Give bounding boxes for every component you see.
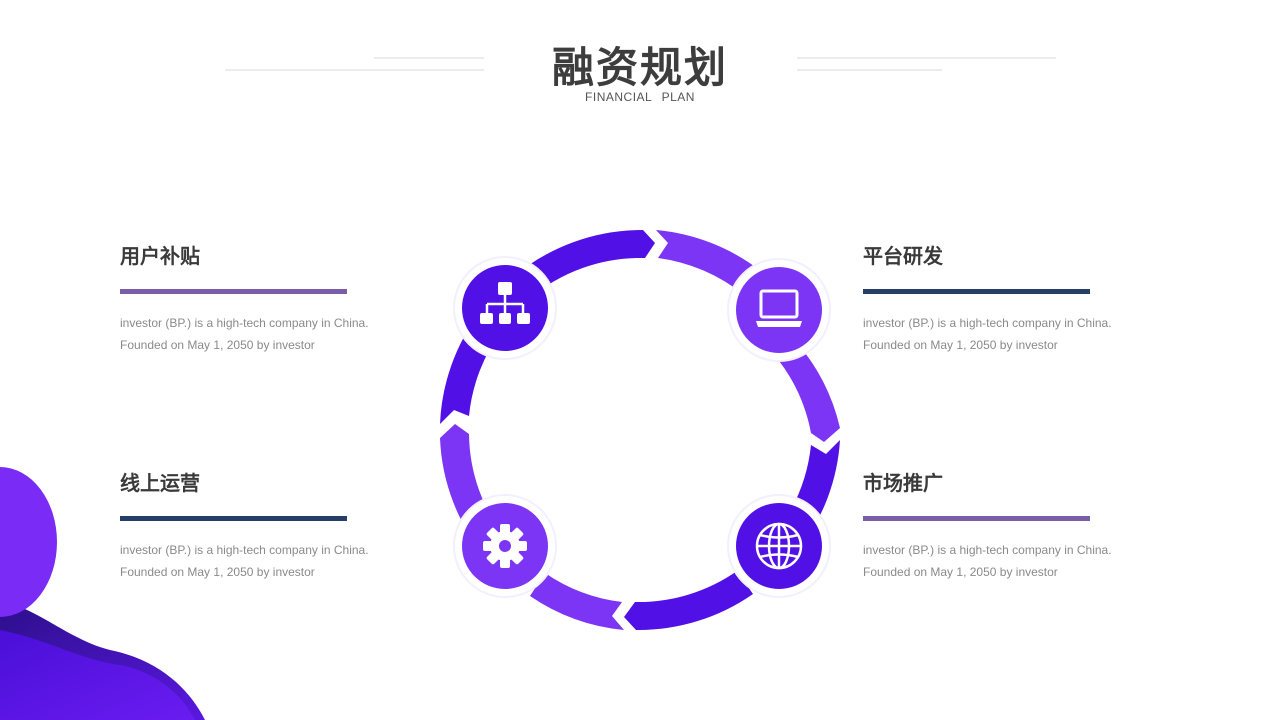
- globe-icon: [755, 522, 803, 570]
- laptop-icon: [756, 289, 802, 327]
- block-title: 市场推广: [863, 473, 943, 495]
- block-title: 用户补贴: [120, 246, 200, 268]
- gear-icon: [483, 524, 527, 568]
- cycle-node-globe: [727, 494, 831, 598]
- block-description-line: Founded on May 1, 2050 by investor: [863, 338, 1058, 352]
- block-online-operation: 线上运营 investor (BP.) is a high-tech compa…: [120, 470, 390, 583]
- header-divider-lines: [225, 57, 1056, 71]
- block-user-subsidy: 用户补贴 investor (BP.) is a high-tech compa…: [120, 243, 390, 356]
- block-divider: [120, 289, 347, 294]
- ring-segment-top-right: [656, 230, 762, 295]
- cycle-node-sitemap: [453, 256, 557, 360]
- block-description-line: Founded on May 1, 2050 by investor: [863, 565, 1058, 579]
- block-description-line: Founded on May 1, 2050 by investor: [120, 565, 315, 579]
- ring-segment-right-upper: [776, 344, 840, 442]
- cycle-ring: [440, 229, 840, 631]
- block-description-line: investor (BP.) is a high-tech company in…: [863, 316, 1112, 330]
- block-description: investor (BP.) is a high-tech company in…: [863, 539, 1133, 583]
- cycle-node-laptop: [727, 258, 831, 362]
- page-title: 融资规划: [551, 44, 728, 91]
- block-description-line: Founded on May 1, 2050 by investor: [120, 338, 315, 352]
- block-description: investor (BP.) is a high-tech company in…: [120, 312, 390, 356]
- sitemap-icon: [480, 282, 530, 324]
- page-subtitle: FINANCIAL PLAN: [585, 90, 695, 104]
- block-divider: [863, 289, 1090, 294]
- block-marketing: 市场推广 investor (BP.) is a high-tech compa…: [863, 470, 1133, 583]
- ring-segment-bottom-left: [530, 573, 624, 630]
- block-title: 线上运营: [120, 473, 200, 495]
- cycle-node-gear: [453, 494, 557, 598]
- block-description: investor (BP.) is a high-tech company in…: [863, 312, 1133, 356]
- ring-segment-bottom-right: [624, 571, 753, 631]
- block-title: 平台研发: [863, 246, 943, 268]
- block-description-line: investor (BP.) is a high-tech company in…: [120, 316, 369, 330]
- block-platform-rd: 平台研发 investor (BP.) is a high-tech compa…: [863, 243, 1133, 356]
- cycle-diagram: [440, 229, 840, 631]
- block-divider: [120, 516, 347, 521]
- block-divider: [863, 516, 1090, 521]
- block-description-line: investor (BP.) is a high-tech company in…: [120, 543, 369, 557]
- block-description-line: investor (BP.) is a high-tech company in…: [863, 543, 1112, 557]
- block-description: investor (BP.) is a high-tech company in…: [120, 539, 390, 583]
